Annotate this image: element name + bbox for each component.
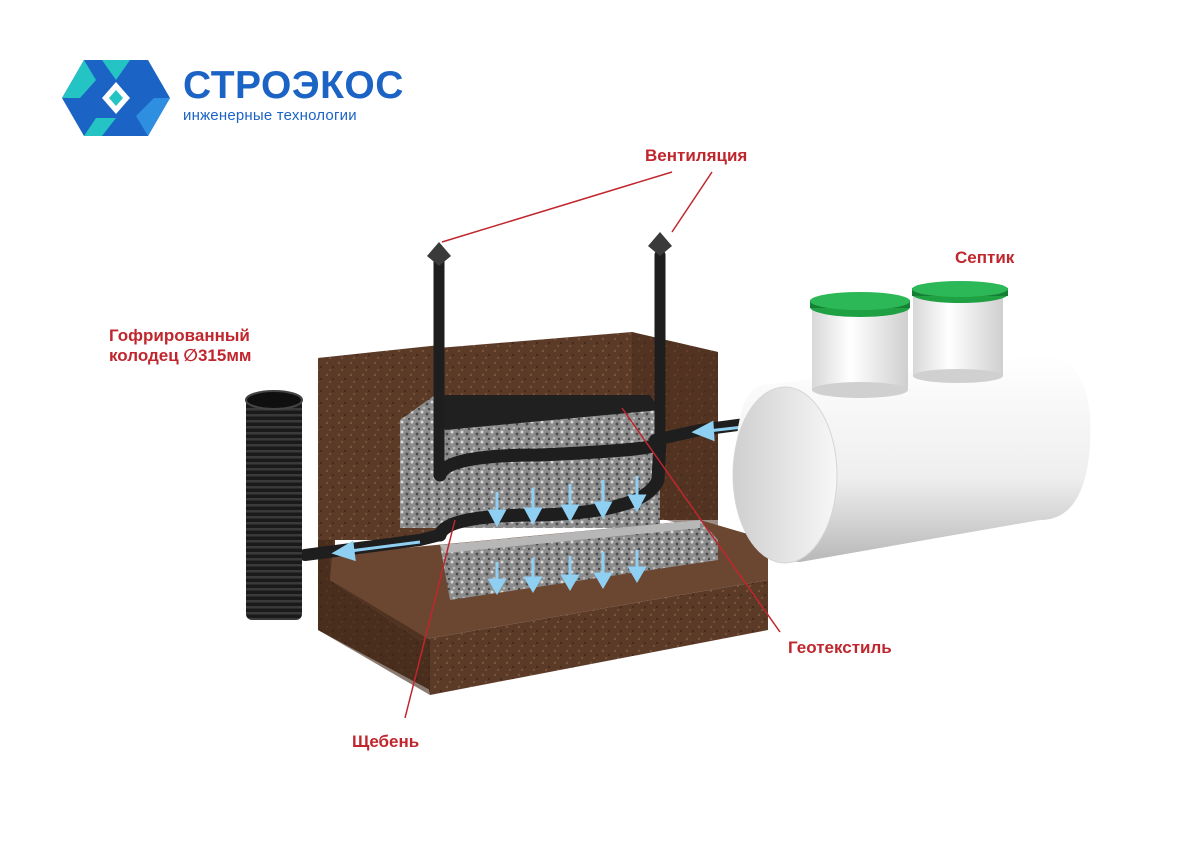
corrugated-well <box>245 390 303 620</box>
label-well-line1: Гофрированный <box>109 326 250 345</box>
vent-cap-right <box>648 232 672 256</box>
brand-logo: СТРОЭКОС инженерные технологии <box>183 66 404 124</box>
brand-tagline: инженерные технологии <box>183 107 357 124</box>
gravel-lower <box>440 520 718 600</box>
label-geotextile: Геотекстиль <box>788 638 892 657</box>
septic-tank <box>732 281 1091 564</box>
logo-hexagon-icon <box>62 60 170 136</box>
brand-name: СТРОЭКОС <box>183 64 404 107</box>
label-corrugated-well: Гофрированный колодец ∅315мм <box>109 326 251 366</box>
flow-arrows <box>331 420 771 595</box>
label-well-line2: колодец ∅315мм <box>109 346 252 365</box>
label-septic: Септик <box>955 248 1015 267</box>
label-gravel: Щебень <box>352 732 420 751</box>
label-ventilation: Вентиляция <box>645 146 748 165</box>
vent-cap-left <box>427 242 451 266</box>
leader-lines <box>404 171 781 719</box>
